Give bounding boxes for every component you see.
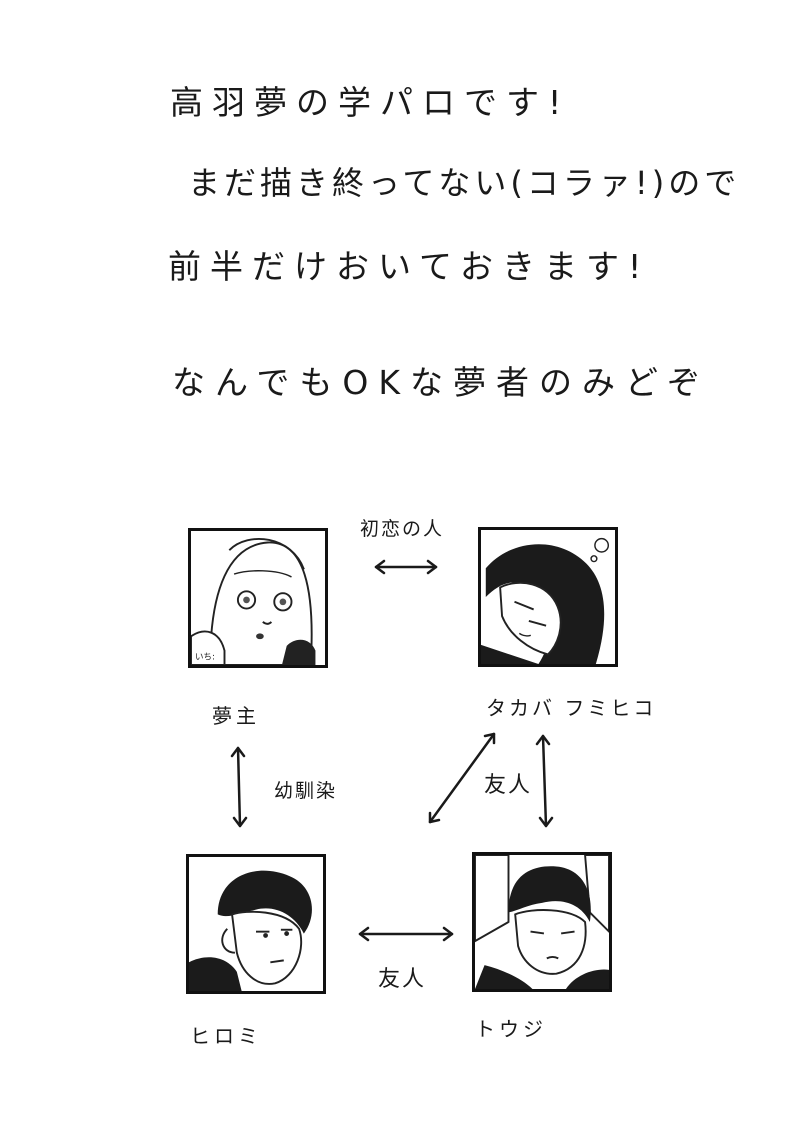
relation-friend-hiromi-touji: 友人: [378, 967, 427, 992]
relation-friend-takaba-touji: 友人: [484, 773, 533, 798]
name-touji: トウジ: [475, 1017, 547, 1041]
intro-line-3: 前半だけおいておきます!: [168, 247, 651, 286]
takaba-illustration: [481, 530, 615, 664]
name-hiromi: ヒロミ: [190, 1024, 262, 1048]
name-dream-protagonist: 夢主: [212, 704, 260, 728]
takaba-fumihiko-portrait: [478, 527, 618, 667]
arrow-hiromi-touji: [358, 926, 454, 942]
dream-protagonist-portrait: いち:: [188, 528, 328, 668]
girl-illustration: いち:: [191, 538, 316, 665]
name-takaba: タカバ フミヒコ: [486, 696, 657, 720]
intro-line-1: 高羽夢の学パロです!: [170, 83, 571, 122]
touji-portrait: [472, 852, 612, 992]
relation-childhood-friend: 幼馴染: [274, 780, 338, 802]
intro-line-2: まだ描き終ってない(コラァ!)ので: [188, 164, 741, 202]
intro-line-4: なんでもOKな夢者のみどぞ: [172, 363, 710, 402]
panel-caption: いち:: [195, 651, 215, 662]
relation-first-love: 初恋の人: [360, 518, 445, 540]
hiromi-portrait: [186, 854, 326, 994]
arrow-childhood: [230, 746, 248, 828]
touji-illustration: [475, 855, 609, 989]
arrow-takaba-touji: [535, 734, 554, 828]
hiromi-illustration: [189, 870, 312, 991]
arrow-first-love: [374, 559, 438, 575]
